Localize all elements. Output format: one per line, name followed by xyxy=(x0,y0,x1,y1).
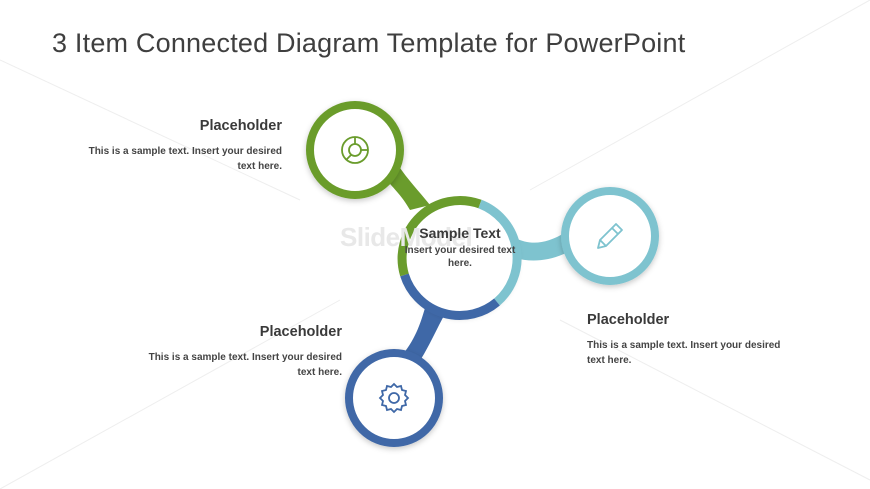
label-blue-line2: text here. xyxy=(297,367,342,378)
label-green-line1: This is a sample text. Insert your desir… xyxy=(88,146,282,157)
pie-chart-icon xyxy=(341,136,369,164)
label-green-line2: text here. xyxy=(237,161,282,172)
center-arc-teal xyxy=(478,199,522,306)
gear-icon xyxy=(378,382,410,414)
label-teal-line2: text here. xyxy=(587,355,632,366)
label-teal-line1: This is a sample text. Insert your desir… xyxy=(587,340,781,351)
label-green-heading: Placeholder xyxy=(199,118,282,134)
connector-blue xyxy=(400,308,446,364)
center-ring xyxy=(397,196,522,320)
label-green: Placeholder This is a sample text. Inser… xyxy=(60,118,282,174)
label-teal: Placeholder This is a sample text. Inser… xyxy=(587,312,827,368)
label-blue: Placeholder This is a sample text. Inser… xyxy=(120,324,342,380)
satellite-blue xyxy=(345,349,443,447)
center-arc-green xyxy=(397,196,482,277)
center-arc-blue xyxy=(400,273,500,320)
label-green-body: This is a sample text. Insert your desir… xyxy=(60,144,282,174)
label-blue-heading: Placeholder xyxy=(259,324,342,340)
label-blue-line1: This is a sample text. Insert your desir… xyxy=(148,352,342,363)
label-teal-body: This is a sample text. Insert your desir… xyxy=(587,338,827,368)
label-blue-body: This is a sample text. Insert your desir… xyxy=(120,350,342,380)
center-heading: Sample Text xyxy=(419,225,501,241)
watermark: SlideModel xyxy=(340,222,473,252)
center-text-block: Sample Text Insert your desired text her… xyxy=(400,225,520,270)
center-body: Insert your desired text here. xyxy=(404,245,516,269)
label-teal-heading: Placeholder xyxy=(587,312,670,328)
slide-title: 3 Item Connected Diagram Template for Po… xyxy=(52,28,686,58)
pencil-icon xyxy=(597,223,623,249)
satellite-teal xyxy=(561,187,659,285)
connector-teal xyxy=(515,232,568,261)
satellite-green xyxy=(306,101,404,199)
